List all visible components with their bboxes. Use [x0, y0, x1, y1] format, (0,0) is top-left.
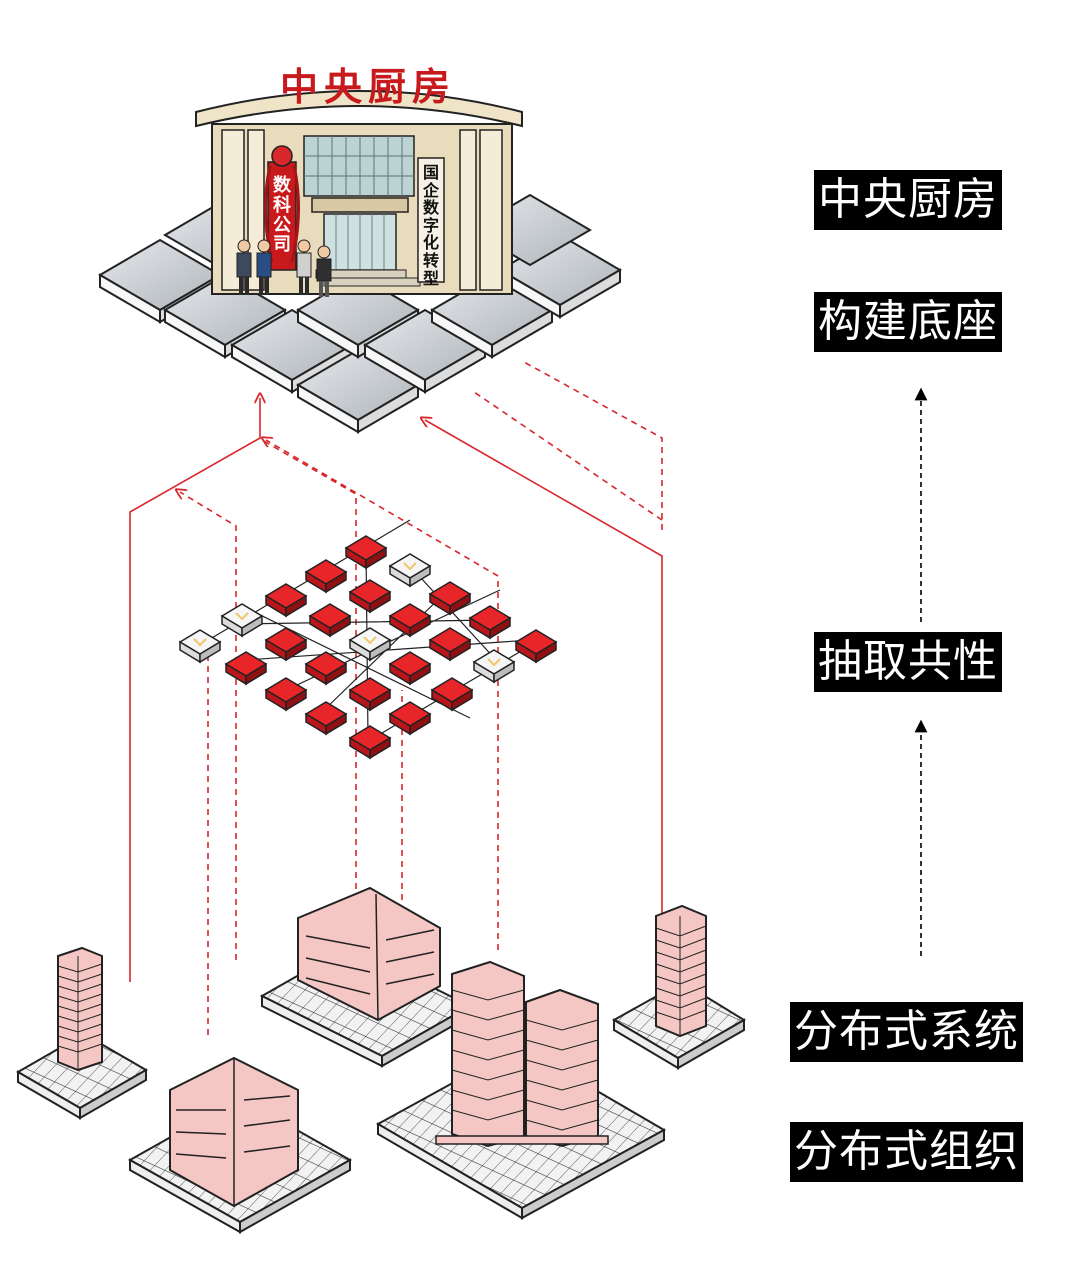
network-node-white: [348, 627, 392, 662]
connector-lines: [129, 361, 663, 1035]
network-node-white: [178, 629, 222, 664]
tile: [296, 348, 420, 434]
tower-left: [57, 946, 103, 1072]
left-banner-text: 数科公司: [273, 175, 291, 256]
network-node-red: [428, 581, 472, 616]
network-node-red: [388, 603, 432, 638]
network-node-red: [430, 677, 474, 712]
network-node-red: [224, 651, 268, 686]
network-node-white: [472, 649, 516, 684]
red-ribbon: [264, 145, 300, 271]
network-node-white: [220, 603, 264, 638]
distributed-buildings: [16, 886, 746, 1234]
right-plaque-board: [417, 157, 445, 283]
right-plaque-text: 国企数字化转型: [422, 163, 439, 288]
label-build-foundation: 构建底座: [814, 292, 1002, 352]
network-node-red: [514, 629, 558, 664]
central-kitchen-building: [195, 90, 523, 297]
network-node-red: [344, 535, 388, 570]
network-node-red: [304, 559, 348, 594]
dashed-line: [473, 391, 663, 521]
network-node-red: [388, 651, 432, 686]
label-extract-commonality: 抽取共性: [814, 632, 1002, 692]
network-nodes: [178, 535, 558, 760]
dashed-line: [266, 440, 499, 950]
network-node-red: [348, 677, 392, 712]
label-distributed-system: 分布式系统: [790, 1002, 1023, 1062]
tile: [363, 308, 487, 394]
twin-towers: [435, 960, 609, 1148]
dashed-line: [523, 361, 663, 530]
solid-line-right: [425, 420, 663, 980]
dashed-line: [261, 439, 357, 900]
network-node-white: [388, 553, 432, 588]
network-node-red: [264, 677, 308, 712]
tower-right: [655, 904, 707, 1038]
platform-tiles: [98, 193, 622, 434]
network-node-red: [304, 651, 348, 686]
solid-line-left: [129, 398, 260, 982]
network-node-red: [468, 605, 512, 640]
network-node-red: [264, 627, 308, 662]
people-group: [236, 239, 332, 297]
network-node-red: [308, 603, 352, 638]
network-node-red: [304, 701, 348, 736]
office-building-center-left: [169, 1056, 299, 1208]
office-building-center: [297, 886, 441, 1022]
label-distributed-organization: 分布式组织: [790, 1122, 1023, 1182]
dashed-line: [180, 492, 237, 960]
network-node-red: [348, 725, 392, 760]
network-node-red: [388, 701, 432, 736]
kitchen-sign-text: 中央厨房: [279, 65, 456, 109]
network-node-red: [348, 579, 392, 614]
network-node-red: [264, 583, 308, 618]
network-node-red: [428, 627, 472, 662]
label-central-kitchen: 中央厨房: [814, 170, 1002, 230]
